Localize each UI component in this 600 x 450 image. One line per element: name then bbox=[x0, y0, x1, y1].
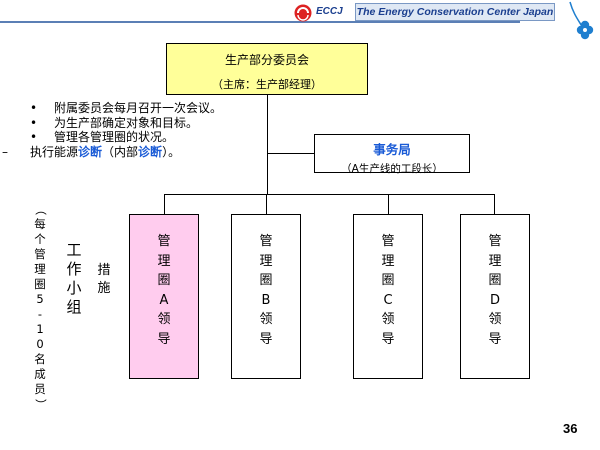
diagnosis-highlight: 诊断 bbox=[78, 144, 103, 159]
eccj-logo-text: ECCJ bbox=[316, 6, 343, 17]
secretariat-connector bbox=[267, 153, 314, 154]
bullet-text: ）。 bbox=[162, 144, 181, 159]
header-rule bbox=[0, 21, 520, 23]
branch-drop-d bbox=[494, 194, 495, 214]
secretariat-title: 事务局 bbox=[373, 142, 411, 157]
bullet-item: –执行能源诊断（内部诊断）。 bbox=[2, 145, 222, 160]
bullet-text: （内部 bbox=[102, 144, 139, 159]
bullet-marker: • bbox=[30, 115, 38, 130]
eccj-logo-icon bbox=[294, 4, 312, 22]
bullet-marker: • bbox=[30, 101, 38, 115]
bullet-item: • 为生产部确定对象和目标。 bbox=[30, 116, 222, 131]
diagnosis-highlight: 诊断 bbox=[138, 144, 163, 159]
organization-banner: The Energy Conservation Center Japan bbox=[355, 3, 555, 21]
dash-marker: – bbox=[2, 144, 8, 159]
bullet-item: • 管理各管理圈的状况。 bbox=[30, 130, 222, 145]
bullet-text: 执行能源 bbox=[30, 144, 79, 159]
organization-name: The Energy Conservation Center Japan bbox=[356, 6, 554, 18]
bullet-item: • 附属委员会每月召开一次会议。 bbox=[30, 101, 222, 116]
branch-drop-a bbox=[164, 194, 165, 214]
work-group-label: 工作小组 bbox=[66, 241, 82, 316]
bullet-text: 附属委员会每月召开一次会议。 bbox=[54, 101, 223, 115]
page-number: 36 bbox=[563, 421, 578, 436]
bullet-text: 管理各管理圈的状况。 bbox=[54, 130, 175, 144]
trunk-line bbox=[267, 95, 268, 194]
branch-drop-c bbox=[388, 194, 389, 214]
bullet-marker: • bbox=[30, 130, 38, 144]
subcommittee-title: 生产部分委员会 bbox=[224, 53, 309, 67]
branch-drop-b bbox=[266, 194, 267, 214]
duty-bullet-list: • 附属委员会每月召开一次会议。 • 为生产部确定对象和目标。 • 管理各管理圈的状况… bbox=[2, 101, 222, 159]
subcommittee-chair: （主席：生产部经理） bbox=[212, 78, 322, 91]
secretariat-box: 事务局 （A生产线的工段长） bbox=[314, 134, 470, 175]
measures-label: 措施 bbox=[97, 263, 111, 296]
production-subcommittee-box: 生产部分委员会 （主席：生产部经理） bbox=[166, 43, 368, 95]
branch-bar bbox=[164, 194, 495, 195]
secretariat-subtitle: （A生产线的工段长） bbox=[341, 163, 443, 175]
bullet-text: 为生产部确定对象和目标。 bbox=[54, 115, 199, 130]
clover-logo-icon bbox=[569, 1, 594, 40]
